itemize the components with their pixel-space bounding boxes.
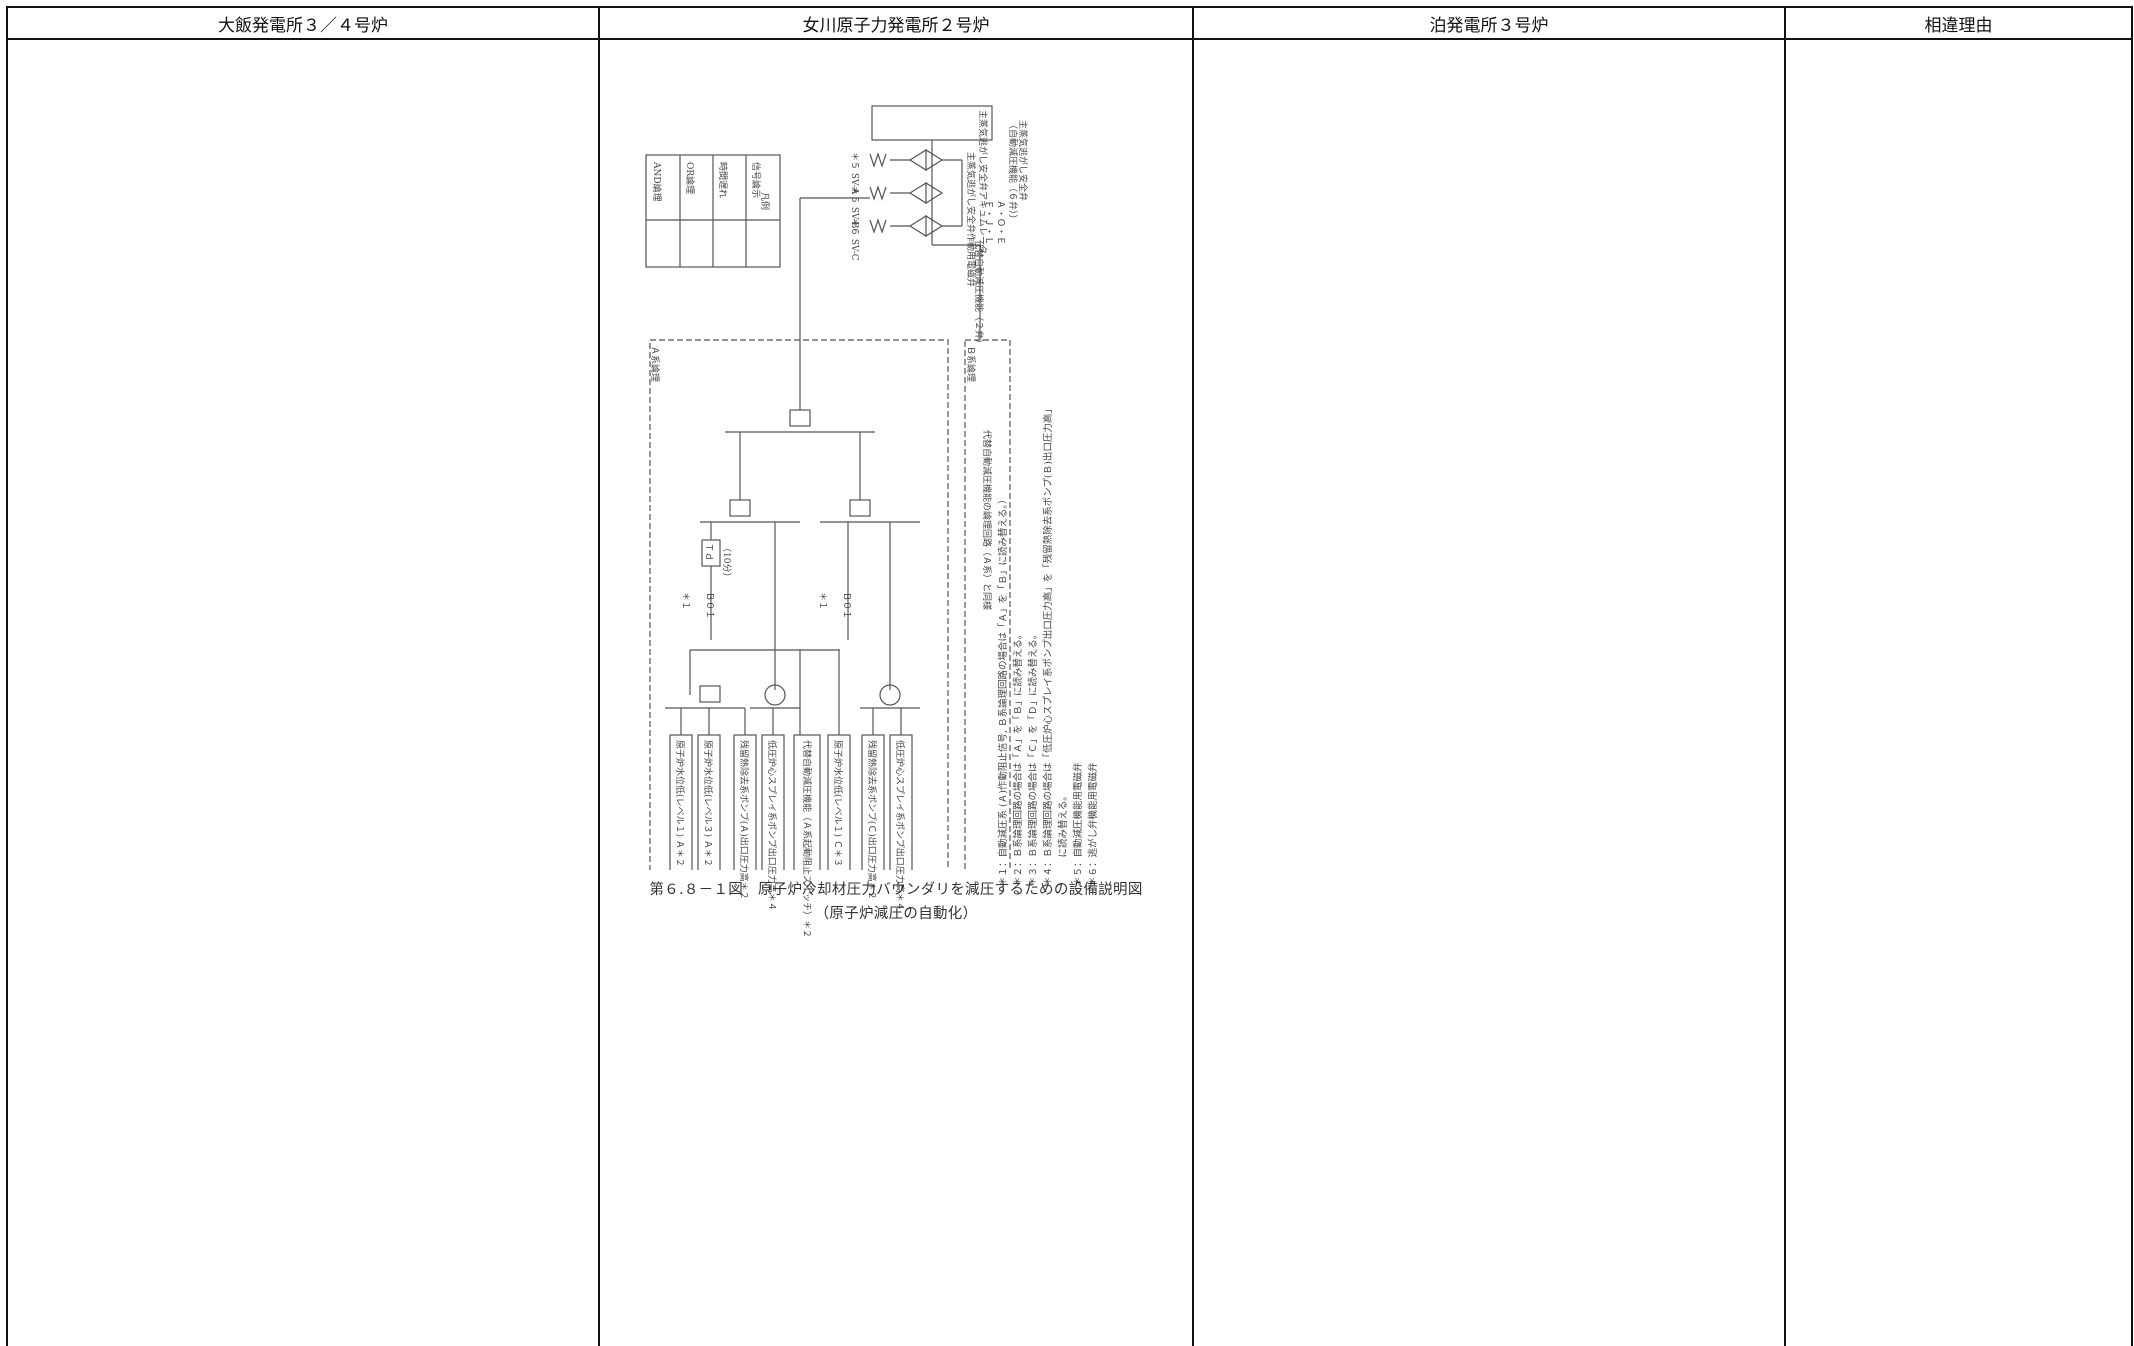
input-label-5: 原子炉水位低(レベル１) Ｃ＊３	[832, 740, 842, 867]
td-value: （10分）	[721, 543, 731, 582]
group-a-box	[649, 339, 949, 870]
table-header-row: 大飯発電所３／４号炉 女川原子力発電所２号炉 泊発電所３号炉 相違理由	[6, 6, 2133, 40]
figure-6-8-1: 凡例 AND論理 OR論理 時間遅れ 信号論示 主蒸気逃がし安全弁アキュムレータ…	[600, 40, 1192, 1346]
legend-item-or: OR論理	[684, 162, 694, 195]
cell-onagawa: 凡例 AND論理 OR論理 時間遅れ 信号論示 主蒸気逃がし安全弁アキュムレータ…	[598, 38, 1194, 1346]
input-label-2: 残留熱除去系ポンプ(Ａ)出口圧力高＊２	[738, 740, 748, 900]
header-tomari: 泊発電所３号炉	[1192, 6, 1786, 40]
input-label-0: 原子炉水位低(レベル１) Ａ＊２	[674, 740, 684, 867]
star1-label-a: ＊１	[680, 592, 690, 611]
header-reason: 相違理由	[1784, 6, 2133, 40]
note-3: ＊３：Ｂ系論理回路の場合は「Ｃ」を「Ｄ」に読み替える。	[1028, 629, 1039, 886]
star1-label-b: ＊１	[817, 592, 827, 611]
input-label-6: 残留熱除去系ポンプ(Ｃ)出口圧力高＊２	[866, 740, 876, 900]
note-2: ＊２：Ｂ系論理回路の場合は「Ａ」を「Ｂ」に読み替える。	[1013, 629, 1024, 886]
note-4b: に読み替える。	[1058, 791, 1069, 886]
comparison-table: 大飯発電所３／４号炉 女川原子力発電所２号炉 泊発電所３号炉 相違理由	[6, 6, 2133, 1346]
sig-label-b: Ｂ０１	[841, 592, 851, 620]
input-label-1: 原子炉水位低(レベル３) Ａ＊２	[702, 740, 712, 867]
figure-caption: 第６.８－１図 原子炉冷却材圧力バウンダリを減圧するための設備説明図	[649, 882, 1143, 898]
note-4: ＊４：Ｂ系論理回路の場合は「低圧炉心スプレイ系ポンプ出口圧力高」を「残留熱除去系…	[1043, 404, 1054, 886]
right-label-3: Ｆ・Ｊ・Ｌ	[983, 200, 993, 246]
header-ohi: 大飯発電所３／４号炉	[6, 6, 600, 40]
cell-reason	[1784, 38, 2133, 1346]
td-label: Ｔｄ	[703, 543, 713, 562]
note-6: ＊６：逃がし弁機能用電磁弁	[1088, 762, 1099, 886]
sig-label-a: Ｂ０１	[704, 592, 714, 620]
figure-notes: ＊１：自動減圧系 (Ａ)作動阻止信号, Ｂ系論理回路の場合は「Ａ」を「Ｂ」に読み…	[996, 404, 1146, 886]
alt-logic-label: 代替自動減圧機能の論理回路（Ａ系）と同様	[981, 430, 991, 611]
right-label-1: （自動減圧機能（６弁））	[1007, 120, 1017, 224]
header-onagawa: 女川原子力発電所２号炉	[598, 6, 1194, 40]
cell-ohi	[6, 38, 600, 1346]
group-a-label: Ａ系論理	[649, 346, 659, 383]
group-b-label: Ｂ系論理	[965, 346, 975, 383]
logic-diagram	[645, 105, 1011, 870]
note-5: ＊５：自動減圧機能用電磁弁	[1073, 762, 1084, 886]
right-label-2: Ａ・Ｏ・Ｅ	[995, 200, 1005, 246]
legend-item-delay: 時間遅れ	[717, 162, 727, 199]
valve-label-c: ＊６ SV-C	[849, 218, 859, 261]
cell-tomari	[1192, 38, 1786, 1346]
right-label-4: 代替自動減圧機能（２弁）	[973, 240, 983, 349]
legend-item-and: AND論理	[651, 162, 661, 202]
table-body-row: 凡例 AND論理 OR論理 時間遅れ 信号論示 主蒸気逃がし安全弁アキュムレータ…	[6, 38, 2133, 1346]
group-b-box	[964, 339, 1011, 870]
accumulator-box	[871, 105, 993, 141]
figure-subcaption: （原子炉減圧の自動化）	[814, 906, 978, 922]
note-1: ＊１：自動減圧系 (Ａ)作動阻止信号, Ｂ系論理回路の場合は「Ａ」を「Ｂ」に読み…	[998, 494, 1009, 886]
legend-item-signal: 信号論示	[750, 162, 760, 199]
